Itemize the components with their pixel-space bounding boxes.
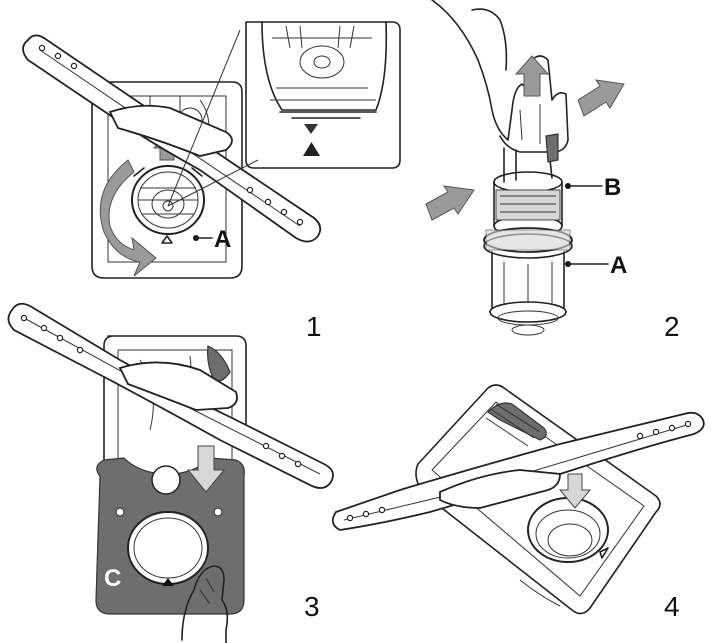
panel-2: B A bbox=[425, 0, 627, 336]
triangle-marker-icon-3 bbox=[162, 578, 174, 586]
rotate-arrow-icon bbox=[99, 159, 157, 277]
down-arrow-icon-4 bbox=[558, 473, 592, 509]
step-number-3: 3 bbox=[304, 591, 320, 622]
detail-inset bbox=[245, 21, 401, 169]
filter-assembly-icon bbox=[131, 165, 205, 235]
left-push-arrow-icon bbox=[577, 79, 625, 117]
panel-1: A bbox=[22, 21, 401, 279]
step-number-2: 2 bbox=[664, 311, 680, 342]
right-push-arrow-icon bbox=[425, 185, 475, 221]
panel-3: C bbox=[7, 302, 334, 643]
step-number-1: 1 bbox=[306, 311, 322, 342]
triangle-marker-icon bbox=[161, 235, 173, 244]
step-number-4: 4 bbox=[664, 591, 680, 622]
label-c-panel3: C bbox=[104, 565, 121, 592]
triangle-marker-icon-4 bbox=[599, 547, 609, 559]
panel-4 bbox=[331, 384, 705, 615]
spray-arm-icon-3 bbox=[7, 302, 334, 489]
hand-icon-3 bbox=[181, 565, 229, 643]
spray-arm-icon-4 bbox=[331, 411, 705, 531]
inset-triangle-icon bbox=[303, 142, 320, 156]
hand-icon bbox=[431, 0, 569, 153]
spray-arm-icon bbox=[22, 34, 322, 243]
filter-cylinder-icon bbox=[483, 133, 573, 336]
label-a-panel1: A bbox=[214, 226, 231, 253]
label-a-panel2: A bbox=[610, 252, 627, 279]
down-arrow-icon bbox=[186, 445, 226, 493]
up-arrow-icon-2 bbox=[514, 55, 550, 97]
label-b-panel2: B bbox=[604, 174, 621, 201]
